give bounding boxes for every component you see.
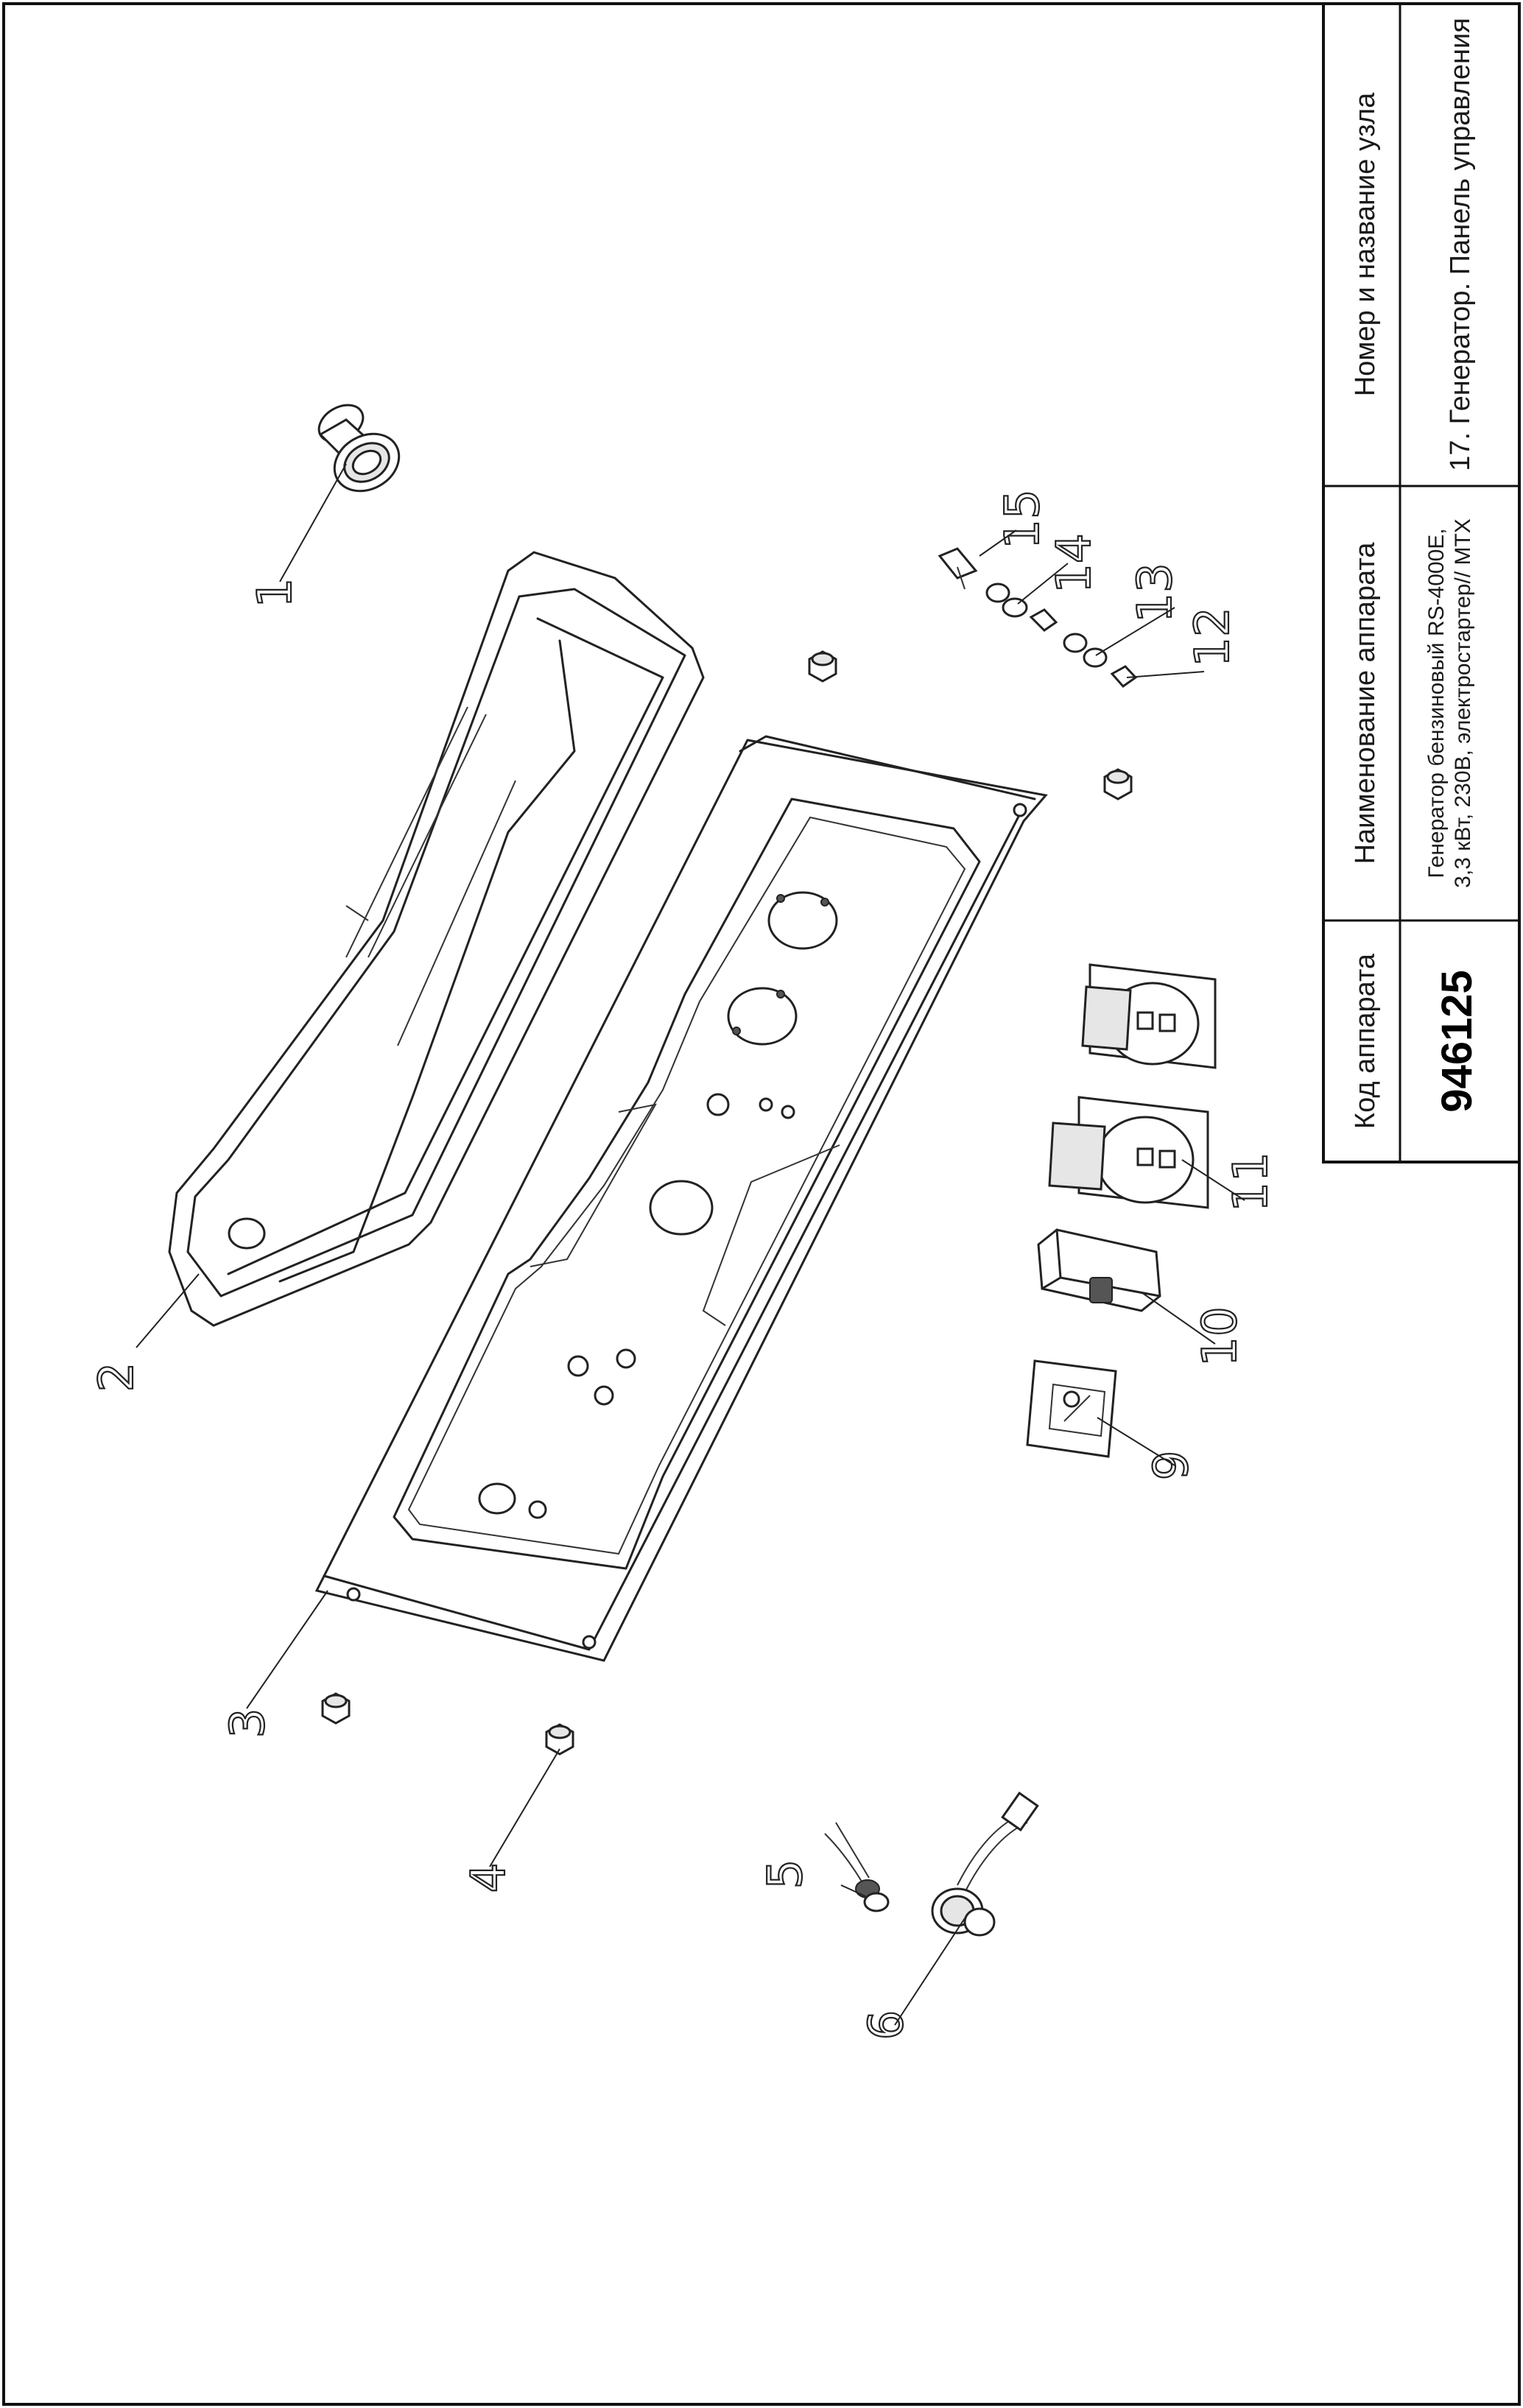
callout-1: 1 — [248, 578, 303, 608]
callout-14: 14 — [1047, 533, 1102, 593]
part-5-lamp — [824, 1822, 890, 1912]
callouts: 1 2 3 4 5 6 9 10 11 12 13 14 15 — [89, 488, 1279, 2041]
node-header: Номер и название узла — [1350, 92, 1381, 396]
callout-12: 12 — [1186, 607, 1240, 666]
callout-9: 9 — [1144, 1451, 1199, 1481]
part-6-ignition — [931, 1791, 1039, 1937]
callout-6: 6 — [859, 2010, 914, 2041]
name-line-1: Генератор бензиновый RS-4000E, — [1424, 528, 1449, 878]
callout-4: 4 — [462, 1863, 516, 1893]
part-10-breaker — [1037, 1228, 1161, 1312]
name-line-2: 3,3 кВт, 230В, электростартер// MTX — [1451, 518, 1475, 888]
leader-lines — [136, 463, 1245, 2026]
part-4-nuts — [321, 650, 1133, 1756]
code-value: 946125 — [1433, 970, 1481, 1113]
part-9-meter — [1026, 1359, 1117, 1458]
callout-15: 15 — [996, 489, 1050, 549]
part-11-sockets — [1048, 963, 1217, 1209]
parts-12-15-fasteners — [938, 547, 1138, 689]
part-2-cover — [168, 551, 705, 1327]
callout-10: 10 — [1193, 1306, 1248, 1366]
title-block: Код аппарата 946125 Наименование аппарат… — [1322, 2, 1521, 1163]
callout-13: 13 — [1128, 563, 1183, 622]
callout-5: 5 — [759, 1859, 813, 1890]
code-header: Код аппарата — [1350, 953, 1381, 1129]
callout-11: 11 — [1224, 1152, 1278, 1211]
name-header: Наименование аппарата — [1350, 542, 1381, 865]
part-1-plug — [317, 404, 401, 493]
part-3-panel — [314, 735, 1048, 1662]
node-value: 17. Генератор. Панель управления — [1445, 18, 1476, 471]
callout-2: 2 — [90, 1362, 144, 1393]
callout-3: 3 — [221, 1708, 275, 1739]
